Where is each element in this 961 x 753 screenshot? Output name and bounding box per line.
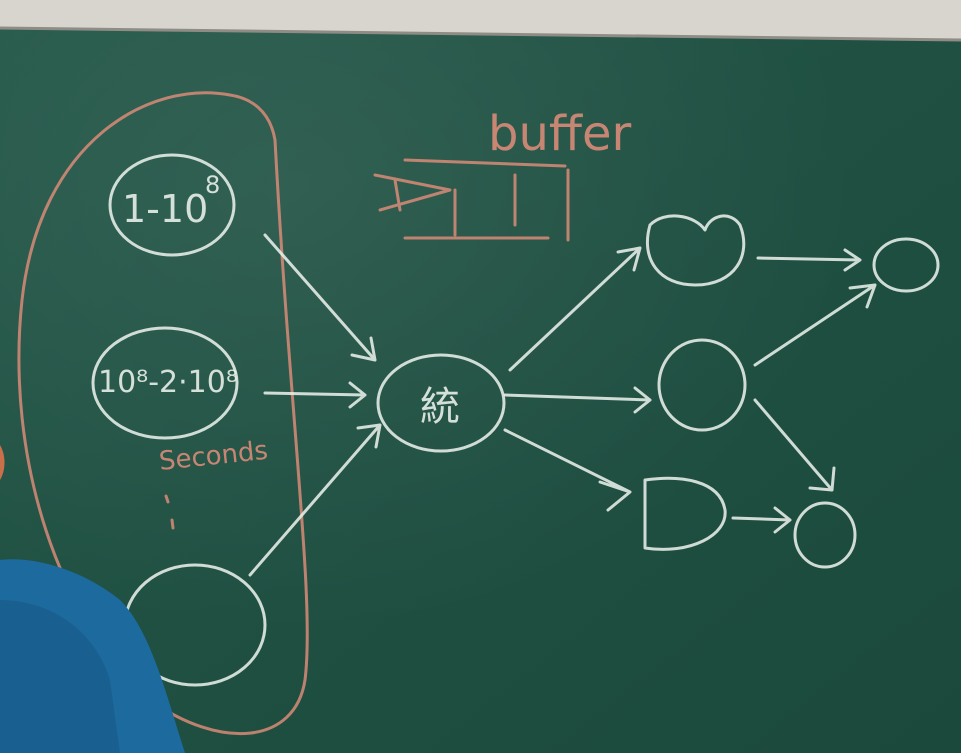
continuation-dots xyxy=(164,494,175,530)
right-node-2 xyxy=(793,501,857,569)
middle-node-3 xyxy=(643,476,727,551)
arrow-hub-to-middle1 xyxy=(508,246,642,372)
hub-node xyxy=(376,353,506,453)
arrow-source3-to-hub xyxy=(248,423,382,577)
arrow-middle2-to-right1 xyxy=(753,283,877,367)
source-node-2 xyxy=(91,326,239,440)
hub-label: 統 xyxy=(420,384,460,430)
person-shadow xyxy=(0,600,120,753)
arrow-middle3-to-right2 xyxy=(731,506,792,534)
middle-node-1 xyxy=(645,214,746,287)
board-frame-edge xyxy=(0,26,961,42)
buffer-input-arrow xyxy=(373,173,452,212)
source-node-2-label: 10⁸-2·10⁸ xyxy=(98,365,238,400)
buffer-label: buffer xyxy=(488,106,631,162)
source-node-1-exponent: 8 xyxy=(205,171,220,199)
arrow-hub-to-middle2 xyxy=(503,386,652,414)
arrow-middle2-to-right2 xyxy=(753,398,836,492)
buffer-queue-box xyxy=(403,158,570,242)
right-node-1 xyxy=(872,237,940,293)
arrow-source2-to-hub xyxy=(263,381,367,409)
middle-node-2 xyxy=(657,338,747,432)
arrow-source1-to-hub xyxy=(263,233,377,362)
arrow-hub-to-middle3 xyxy=(503,428,632,512)
person-hand-edge xyxy=(0,445,5,480)
sources-enclosure-loop xyxy=(17,91,309,736)
source-node-1-label: 1-10 xyxy=(122,187,208,231)
source-node-1 xyxy=(108,153,236,257)
arrow-middle1-to-right1 xyxy=(756,248,862,272)
